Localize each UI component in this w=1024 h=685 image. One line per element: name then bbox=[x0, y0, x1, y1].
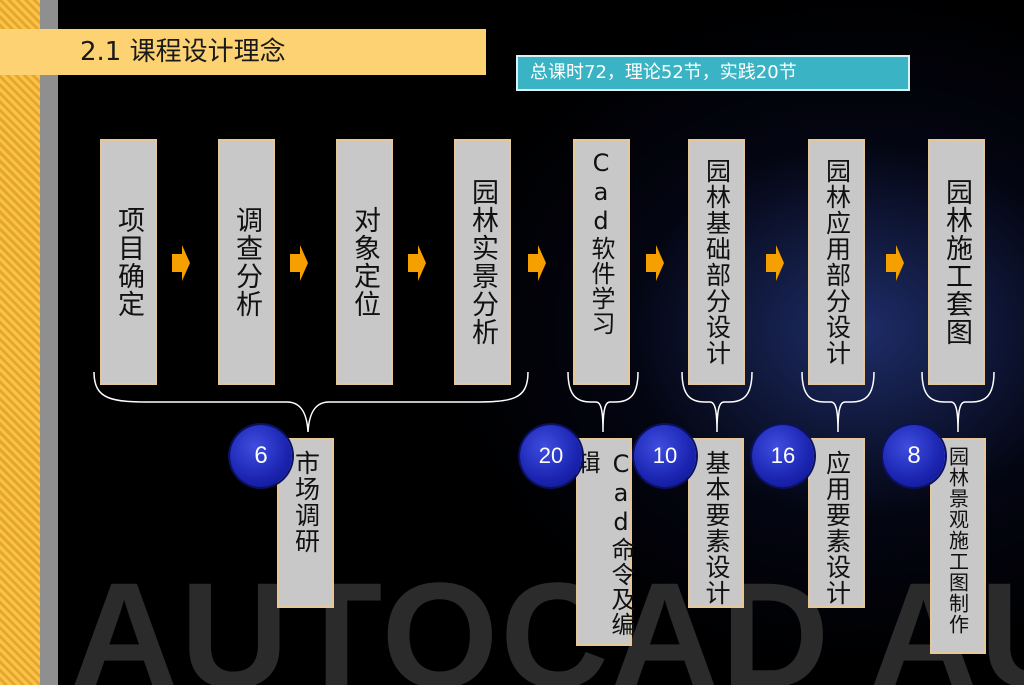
hours-badge-5: 8 bbox=[883, 425, 945, 487]
left-gray-bar bbox=[40, 0, 58, 685]
brace-group-5 bbox=[920, 370, 996, 440]
left-stripe-decoration bbox=[0, 0, 40, 685]
arrow-icon bbox=[172, 245, 190, 281]
arrow-icon bbox=[528, 245, 546, 281]
watermark: AUTOCAD AUTOCAD bbox=[70, 570, 1024, 685]
module-box-5: 园林景观施工图制作 bbox=[930, 438, 986, 654]
stage-box-5: Cad软件学习 bbox=[573, 139, 630, 385]
brace-group-2 bbox=[566, 370, 640, 440]
arrow-icon bbox=[408, 245, 426, 281]
stage-box-3: 对象定位 bbox=[336, 139, 393, 385]
stage-box-4: 园林实景分析 bbox=[454, 139, 511, 385]
title-bar bbox=[0, 29, 486, 75]
module-box-4: 应用要素设计 bbox=[808, 438, 865, 608]
module-box-3: 基本要素设计 bbox=[688, 438, 744, 608]
stage-box-2: 调查分析 bbox=[218, 139, 275, 385]
brace-group-1 bbox=[92, 370, 532, 440]
page-title: 2.1 课程设计理念 bbox=[80, 37, 286, 67]
stage-box-8: 园林施工套图 bbox=[928, 139, 985, 385]
brace-group-4 bbox=[800, 370, 876, 440]
module-box-2: Cad命令及编辑 bbox=[572, 438, 635, 646]
arrow-icon bbox=[646, 245, 664, 281]
stage-box-7: 园林应用部分设计 bbox=[808, 139, 865, 385]
hours-badge-2: 20 bbox=[520, 425, 582, 487]
brace-group-3 bbox=[680, 370, 754, 440]
arrow-icon bbox=[766, 245, 784, 281]
arrow-icon bbox=[290, 245, 308, 281]
hours-badge-1: 6 bbox=[230, 425, 292, 487]
hours-badge-4: 16 bbox=[752, 425, 814, 487]
stage-box-6: 园林基础部分设计 bbox=[688, 139, 745, 385]
stage-box-1: 项目确定 bbox=[100, 139, 157, 385]
arrow-icon bbox=[886, 245, 904, 281]
course-hours-summary: 总课时72，理论52节，实践20节 bbox=[516, 55, 910, 91]
hours-badge-3: 10 bbox=[634, 425, 696, 487]
